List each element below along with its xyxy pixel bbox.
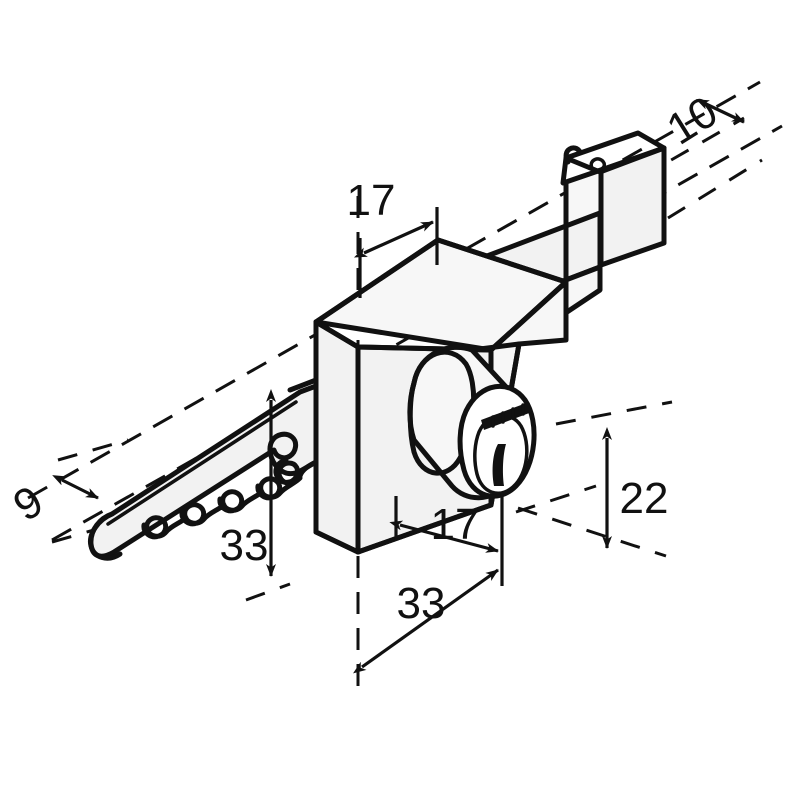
dim22-label: 22 xyxy=(620,474,669,523)
strike-pin-tab xyxy=(563,145,583,165)
keyway-pin-notches xyxy=(491,403,525,428)
strike-pin-ring xyxy=(589,157,607,172)
serrated-cam-arm xyxy=(87,383,319,561)
strike-plate-top-band xyxy=(560,130,667,186)
dim10-line xyxy=(696,99,745,124)
cylinder-top-connector xyxy=(469,341,522,353)
dimension-17-bottom: 17 xyxy=(389,492,504,586)
dim10-lower-extension xyxy=(667,158,763,220)
key-cylinder-barrel xyxy=(407,341,537,501)
cam-serration-row xyxy=(141,475,303,540)
dim17top-label: 17 xyxy=(347,176,396,225)
body-right-upper-edge xyxy=(488,279,569,353)
body-cam-slot-upper xyxy=(287,377,319,393)
dim9-lower-extension xyxy=(51,520,123,544)
cam-top-highlight xyxy=(106,400,298,526)
dim33bot-line xyxy=(353,568,499,674)
dim17top-line xyxy=(353,220,434,258)
body-left-face xyxy=(313,319,361,555)
dim9-upper-extension xyxy=(57,438,129,462)
dimension-33-left: 33 xyxy=(220,389,291,602)
keyway-slot xyxy=(492,444,506,486)
dimension-33-bottom: 33 xyxy=(353,568,499,674)
strike-plate-top-band-inner xyxy=(563,145,667,175)
dim9-label: 9 xyxy=(5,476,52,531)
dimension-17-top: 17 xyxy=(347,176,439,298)
dim17bot-line xyxy=(389,520,499,553)
dim33left-lower-extension xyxy=(245,582,291,602)
main-axis-centerline xyxy=(27,80,761,500)
dim22-lower-extension xyxy=(517,506,667,558)
dim17bot-label: 17 xyxy=(431,500,480,549)
dim10-label: 10 xyxy=(659,87,726,154)
dim33left-label: 33 xyxy=(220,521,269,570)
bottom-right-extension xyxy=(515,484,597,514)
cam-tip xyxy=(87,511,123,561)
dimension-22: 22 xyxy=(602,427,669,549)
dim33bot-label: 33 xyxy=(397,579,446,628)
dim9-line xyxy=(52,475,99,500)
dim22-upper-extension xyxy=(555,400,673,426)
